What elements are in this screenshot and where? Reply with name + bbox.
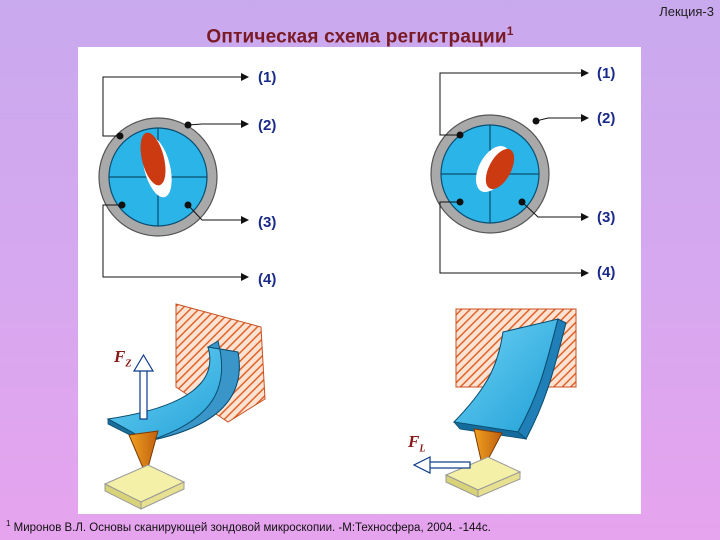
left-photodetector (98, 117, 218, 237)
title-footnote-mark: 1 (506, 24, 514, 38)
footnote-mark: 1 (6, 519, 11, 528)
right-force-subscript: L (419, 443, 426, 455)
optical-scheme-diagram (98, 69, 589, 510)
footnote-text: Миронов В.Л. Основы сканирующей зондовой… (10, 521, 491, 534)
left-label-3: (3) (258, 214, 277, 231)
right-label-4: (4) (597, 264, 616, 281)
left-force-subscript: Z (125, 358, 132, 370)
right-force-label: FL (408, 432, 425, 454)
right-signal-lines (439, 69, 589, 277)
right-force-arrow (427, 461, 471, 469)
right-probe-tip (473, 428, 503, 471)
right-label-1: (1) (597, 65, 616, 82)
slide-title-text: Оптическая схема регистрации (206, 26, 507, 48)
left-label-1: (1) (258, 69, 277, 86)
left-cantilever-assembly (103, 303, 266, 510)
left-probe-tip (128, 430, 159, 477)
right-label-3: (3) (597, 209, 616, 226)
left-force-label: FZ (114, 347, 131, 369)
left-label-4: (4) (258, 271, 277, 288)
right-photodetector (430, 114, 550, 234)
slide-title: Оптическая схема регистрации1 (0, 24, 720, 48)
lecture-number: Лекция-3 (659, 4, 714, 19)
diagram-panel: (1) (2) (3) (4) (1) (2) (3) (4) FZ FL (78, 47, 641, 514)
right-cantilever-assembly (412, 308, 577, 498)
left-force-symbol: F (114, 347, 126, 366)
left-label-2: (2) (258, 117, 277, 134)
right-force-symbol: F (408, 432, 420, 451)
left-laser-spot (140, 132, 166, 186)
right-laser-spot (485, 148, 515, 190)
footnote: 1 Миронов В.Л. Основы сканирующей зондов… (6, 519, 491, 534)
left-signal-lines (102, 73, 249, 281)
left-force-arrow (139, 368, 148, 420)
right-label-2: (2) (597, 110, 616, 127)
